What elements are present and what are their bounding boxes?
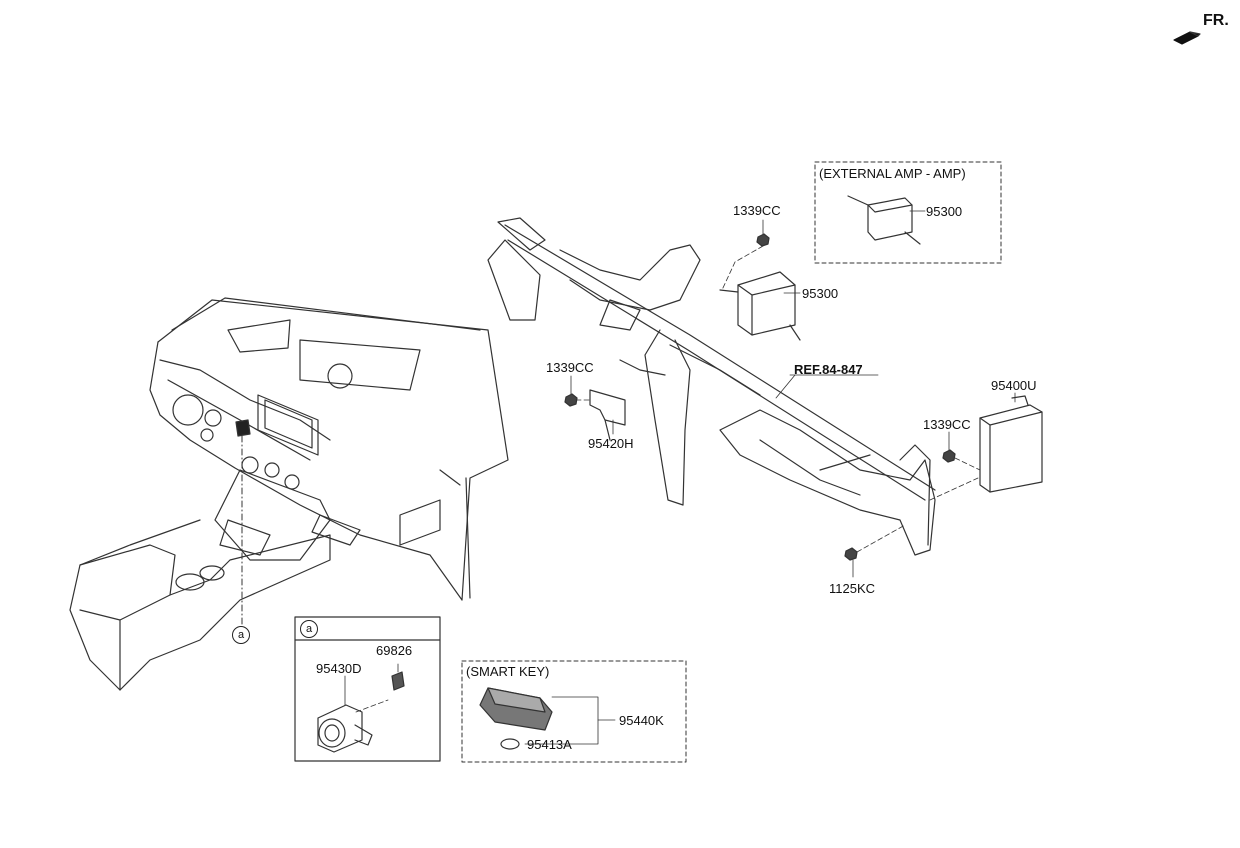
screw-69826	[391, 663, 405, 691]
label-95300: 95300	[802, 286, 839, 301]
body-control-module-95400u	[979, 395, 1043, 493]
callout-a-main: a	[232, 626, 250, 644]
inset-box-a	[294, 616, 441, 762]
label-95420h: 95420H	[588, 436, 634, 451]
label-1339cc-top: 1339CC	[733, 203, 781, 218]
external-amp-module-95300	[847, 195, 921, 245]
assembly-dashed-lines	[355, 245, 981, 713]
nut-1339cc-top	[756, 233, 770, 247]
nut-1339cc-left	[564, 393, 578, 407]
bolt-1125kc	[844, 547, 858, 561]
bracket-95420h	[589, 389, 626, 441]
smart-key-box-title: (SMART KEY)	[466, 664, 550, 679]
key-reader-95430d	[317, 675, 373, 753]
label-95400u: 95400U	[991, 378, 1037, 393]
cowl-crossmember-illustration	[487, 217, 936, 556]
label-95440k: 95440K	[619, 713, 664, 728]
smart-key-fob-95440k	[479, 687, 553, 731]
label-69826: 69826	[376, 643, 413, 658]
external-amp-box-title: (EXTERNAL AMP - AMP)	[819, 166, 966, 181]
dashboard-illustration	[69, 297, 509, 691]
front-direction-arrow-icon	[1173, 31, 1201, 45]
callout-a-inset: a	[300, 620, 318, 638]
nut-1339cc-right	[942, 449, 956, 463]
label-1125kc: 1125KC	[829, 581, 876, 596]
label-95430d: 95430D	[316, 661, 362, 676]
label-ref-84-847: REF.84-847	[794, 362, 863, 377]
coin-battery-95413a	[500, 738, 520, 750]
amp-module-95300	[719, 271, 801, 341]
smart-key-leaders	[524, 696, 616, 745]
front-direction-label: FR.	[1203, 12, 1229, 29]
label-95300-external: 95300	[926, 204, 963, 219]
label-1339cc-right: 1339CC	[923, 417, 971, 432]
leader-lines	[570, 210, 1016, 578]
external-amp-box	[814, 161, 1002, 264]
label-95413a: 95413A	[527, 737, 572, 752]
smart-key-box	[461, 660, 687, 763]
label-1339cc-left: 1339CC	[546, 360, 594, 375]
